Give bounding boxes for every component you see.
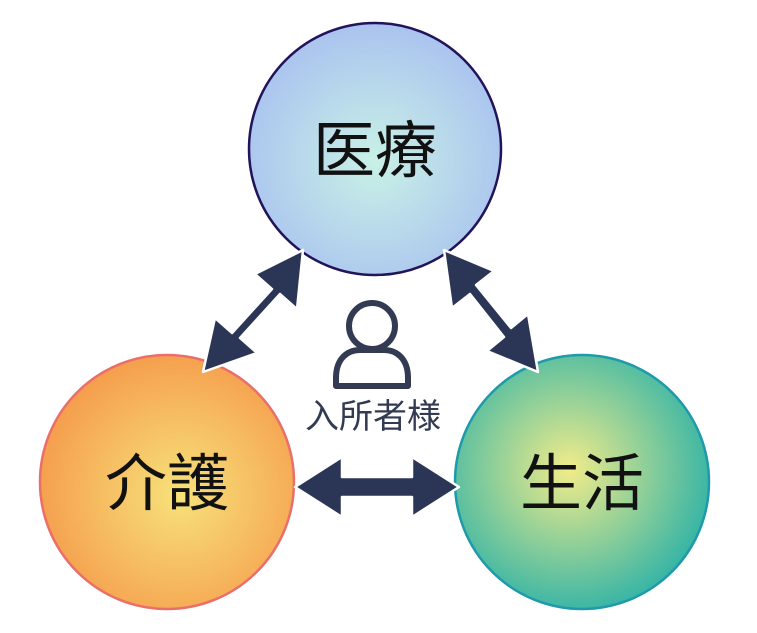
- node-care: 介護: [38, 353, 296, 611]
- arrow-medical-life: [442, 248, 540, 374]
- life-circle: [453, 353, 711, 611]
- arrow-care-life-outline: [293, 455, 461, 519]
- person-icon: [333, 300, 411, 389]
- arrow-medical-care-outline: [201, 248, 305, 374]
- life-label: 生活: [520, 447, 644, 520]
- person-icon-body: [333, 347, 411, 389]
- care-label: 介護: [105, 447, 229, 520]
- center-label: 入所者様: [305, 397, 441, 437]
- medical-label: 医療: [313, 114, 437, 187]
- person-icon-head: [346, 300, 398, 352]
- arrow-care-life: [293, 455, 461, 519]
- medical-circle: [247, 21, 503, 277]
- care-circle: [38, 353, 296, 611]
- node-medical: 医療: [247, 21, 503, 277]
- node-life: 生活: [453, 353, 711, 611]
- arrow-medical-life-outline: [442, 248, 540, 374]
- arrow-medical-care: [201, 248, 305, 374]
